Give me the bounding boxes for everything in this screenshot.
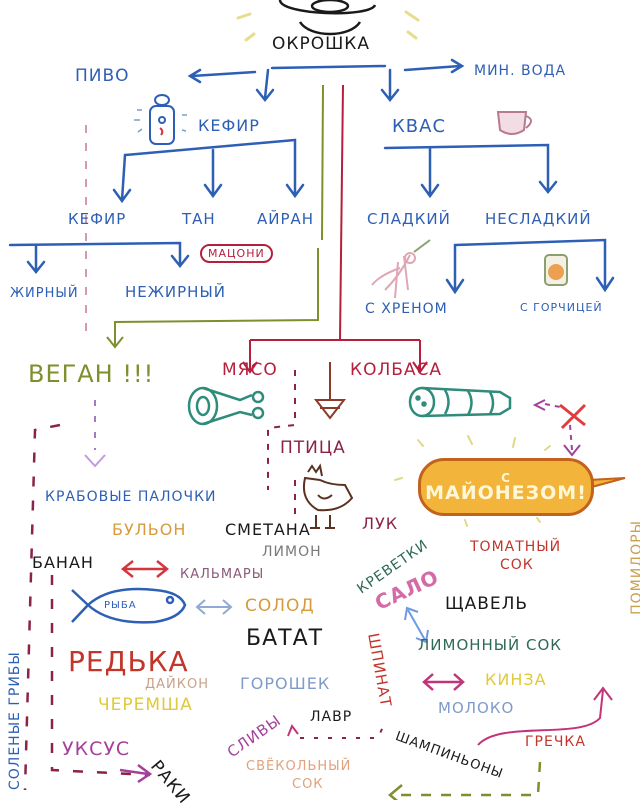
bowl-icon bbox=[278, 0, 377, 36]
lowfat-kefir-label: НЕЖИРНЫЙ bbox=[125, 283, 226, 301]
beet-juice-label-2: СОК bbox=[292, 777, 324, 792]
sour-cream-label: СМЕТАНА bbox=[225, 520, 311, 539]
sorrel-label: ЩАВЕЛЬ bbox=[445, 594, 529, 614]
fish-label: РЫБА bbox=[104, 600, 137, 611]
malt-label: СОЛОД bbox=[245, 596, 315, 616]
tan-child-label: ТАН bbox=[182, 210, 216, 228]
with-mustard-label: С ГОРЧИЦЕЙ bbox=[520, 301, 603, 314]
sweet-kvass-label: СЛАДКИЙ bbox=[367, 210, 451, 228]
tomatoes-label: ПОМИДОРЫ bbox=[629, 520, 640, 615]
poultry-label: ПТИЦА bbox=[280, 438, 346, 458]
horseradish-root-icon bbox=[371, 239, 431, 299]
chicken-icon bbox=[302, 463, 354, 529]
vegan-label: ВЕГАН !!! bbox=[28, 360, 155, 388]
crab-sticks-label: КРАБОВЫЕ ПАЛОЧКИ bbox=[45, 489, 217, 505]
banana-label: БАНАН bbox=[32, 553, 94, 572]
sausage-icon bbox=[408, 386, 512, 418]
with-horseradish-label: С ХРЕНОМ bbox=[365, 301, 448, 317]
mayo-label: МАЙОНЕЗОМ! bbox=[425, 481, 587, 504]
lemon-juice-label: ЛИМОННЫЙ СОК bbox=[418, 636, 562, 654]
mineral-water-label: МИН. ВОДА bbox=[474, 63, 567, 79]
matsoni-note: МАЦОНИ bbox=[200, 244, 273, 263]
kefir-bottle-icon bbox=[149, 94, 175, 145]
ramson-label: ЧЕРЕМША bbox=[98, 695, 193, 715]
mustard-jar-icon bbox=[544, 254, 568, 286]
squid-label: КАЛЬМАРЫ bbox=[180, 567, 265, 582]
unsweet-kvass-label: НЕСЛАДКИЙ bbox=[485, 210, 592, 228]
red-x-icon bbox=[559, 403, 587, 430]
airan-child-label: АЙРАН bbox=[257, 210, 315, 228]
beet-juice-label-1: СВЁКОЛЬНЫЙ bbox=[246, 759, 352, 774]
peas-label: ГОРОШЕК bbox=[240, 674, 331, 693]
tomato-juice-label-2: СОК bbox=[500, 557, 534, 573]
fish-icon bbox=[71, 587, 187, 624]
kefir-branch-label: КЕФИР bbox=[198, 116, 260, 135]
buckwheat-label: ГРЕЧКА bbox=[525, 734, 586, 750]
sweet-potato-label: БАТАТ bbox=[246, 626, 324, 651]
broth-label: БУЛЬОН bbox=[112, 520, 187, 539]
vinegar-label: УКСУС bbox=[62, 738, 131, 760]
cilantro-label: КИНЗА bbox=[485, 670, 547, 689]
lemon-label: ЛИМОН bbox=[262, 544, 322, 560]
bay-leaf-label: ЛАВР bbox=[310, 709, 353, 725]
milk-label: МОЛОКО bbox=[438, 699, 515, 717]
kvass-branch-label: КВАС bbox=[392, 116, 447, 137]
pickled-mushrooms-label: СОЛЕНЫЕ ГРИБЫ bbox=[7, 651, 23, 790]
onion-label: ЛУК bbox=[362, 514, 399, 533]
ham-leg-icon bbox=[187, 386, 265, 426]
kefir-child-label: КЕФИР bbox=[68, 210, 127, 228]
fat-kefir-label: ЖИРНЫЙ bbox=[10, 286, 79, 301]
radish-label: РЕДЬКА bbox=[68, 645, 189, 678]
kvass-mug-icon bbox=[496, 111, 532, 135]
mayo-prefix: С bbox=[501, 470, 511, 485]
root-title: ОКРОШКА bbox=[272, 34, 370, 54]
sun-rays bbox=[236, 10, 420, 42]
beer-label: ПИВО bbox=[75, 66, 130, 86]
meat-label: МЯСО bbox=[222, 360, 278, 380]
tomato-juice-label-1: ТОМАТНЫЙ bbox=[470, 539, 562, 555]
mayonnaise-bubble: С МАЙОНЕЗОМ! bbox=[418, 458, 594, 516]
daikon-label: ДАЙКОН bbox=[145, 677, 210, 692]
sausage-label: КОЛБАСА bbox=[350, 360, 443, 380]
